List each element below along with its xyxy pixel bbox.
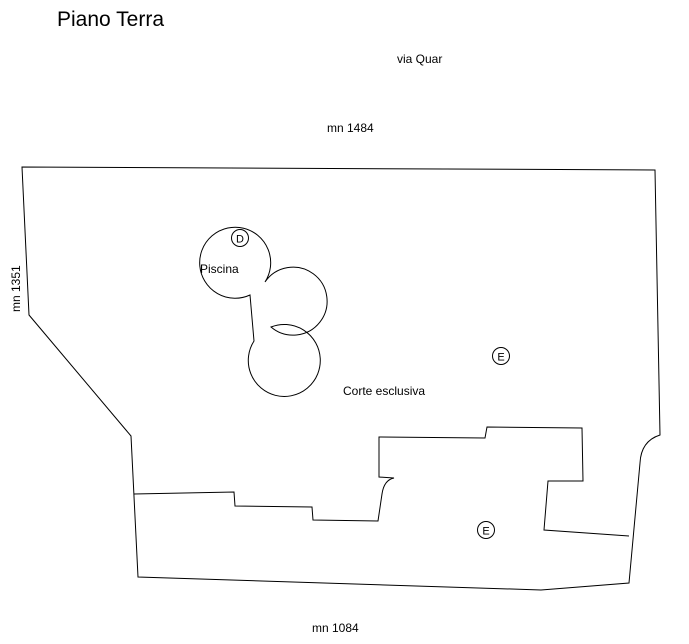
neighbor-south-label: mn 1084 xyxy=(312,621,359,635)
courtyard-label: Corte esclusiva xyxy=(343,384,425,398)
courtyard-marker: E xyxy=(492,347,510,365)
pool-label: Piscina xyxy=(200,262,239,276)
pool-outline xyxy=(199,226,328,397)
neighbor-west-label: mn 1351 xyxy=(9,265,23,312)
lower-area-marker-letter: E xyxy=(482,526,489,538)
street-label: via Quar xyxy=(397,52,442,66)
pool-marker-letter: D xyxy=(236,234,244,246)
property-outline xyxy=(21,166,661,591)
lower-area-marker: E xyxy=(477,521,495,539)
courtyard-marker-letter: E xyxy=(497,352,504,364)
page-title: Piano Terra xyxy=(57,8,164,31)
interior-division-line xyxy=(133,426,630,537)
neighbor-north-label: mn 1484 xyxy=(327,121,374,135)
pool-marker: D xyxy=(231,229,249,247)
